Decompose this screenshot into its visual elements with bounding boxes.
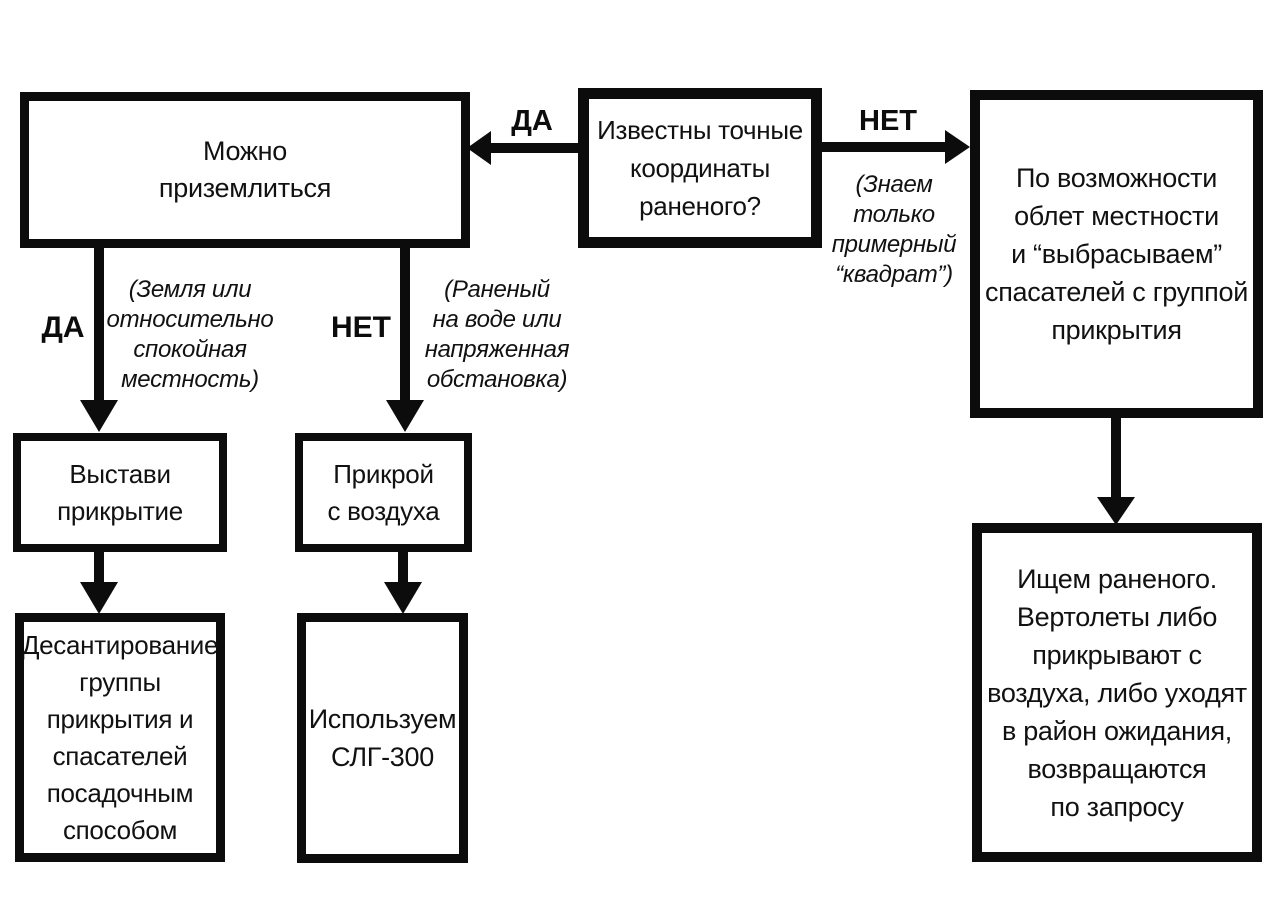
arrow-down-icon — [80, 400, 118, 432]
arrow-down-icon — [80, 582, 118, 614]
node-known-coords: Известны точные координаты раненого? — [578, 88, 822, 248]
arrow-set-cover-down-line — [94, 552, 104, 586]
arrow-down-icon — [384, 582, 422, 614]
node-landing-deployment-label: Десантирование группы прикрытия и спасат… — [21, 629, 219, 845]
note-calm-ground: (Земля или относительно спокойная местно… — [106, 276, 274, 393]
node-use-slg300-label: Используем СЛГ-300 — [308, 704, 457, 772]
arrow-down-icon — [386, 400, 424, 432]
arrow-cover-air-down-line — [398, 552, 408, 586]
branch-yes-line — [94, 248, 104, 402]
arrow-down-icon — [1097, 497, 1135, 525]
node-can-land-label: Можно приземлиться — [158, 136, 332, 203]
note-approx-square: (Знаем только примерный “квадрат”) — [831, 171, 957, 288]
node-cover-from-air-label: Прикрой с воздуха — [327, 458, 440, 526]
node-set-cover-label: Выстави прикрытие — [57, 458, 183, 526]
node-search-wounded-label: Ищем раненого. Вертолеты либо прикрывают… — [987, 563, 1247, 822]
arrow-no-to-overfly-line — [822, 142, 947, 152]
arrow-yes-to-can-land-line — [490, 143, 578, 153]
node-overfly-area: По возможности облет местности и “выбрас… — [970, 90, 1263, 418]
node-cover-from-air: Прикрой с воздуха — [295, 433, 472, 552]
node-set-cover: Выстави прикрытие — [13, 433, 227, 552]
label-no-top: НЕТ — [859, 105, 917, 137]
node-use-slg300: Используем СЛГ-300 — [297, 613, 468, 863]
branch-no-line — [400, 248, 410, 402]
arrow-left-icon — [467, 131, 491, 165]
node-search-wounded: Ищем раненого. Вертолеты либо прикрывают… — [972, 523, 1262, 862]
node-can-land: Можно приземлиться — [20, 92, 470, 248]
label-no-mid: НЕТ — [331, 311, 391, 344]
arrow-overfly-down-line — [1111, 418, 1121, 502]
label-yes-left: ДА — [41, 311, 85, 344]
node-landing-deployment: Десантирование группы прикрытия и спасат… — [15, 613, 225, 862]
label-yes-top: ДА — [511, 105, 553, 137]
arrow-right-icon — [945, 130, 970, 164]
node-known-coords-label: Известны точные координаты раненого? — [597, 115, 803, 221]
node-overfly-area-label: По возможности облет местности и “выбрас… — [985, 163, 1248, 345]
note-water-or-tension: (Раненый на воде или напряженная обстано… — [424, 276, 570, 393]
